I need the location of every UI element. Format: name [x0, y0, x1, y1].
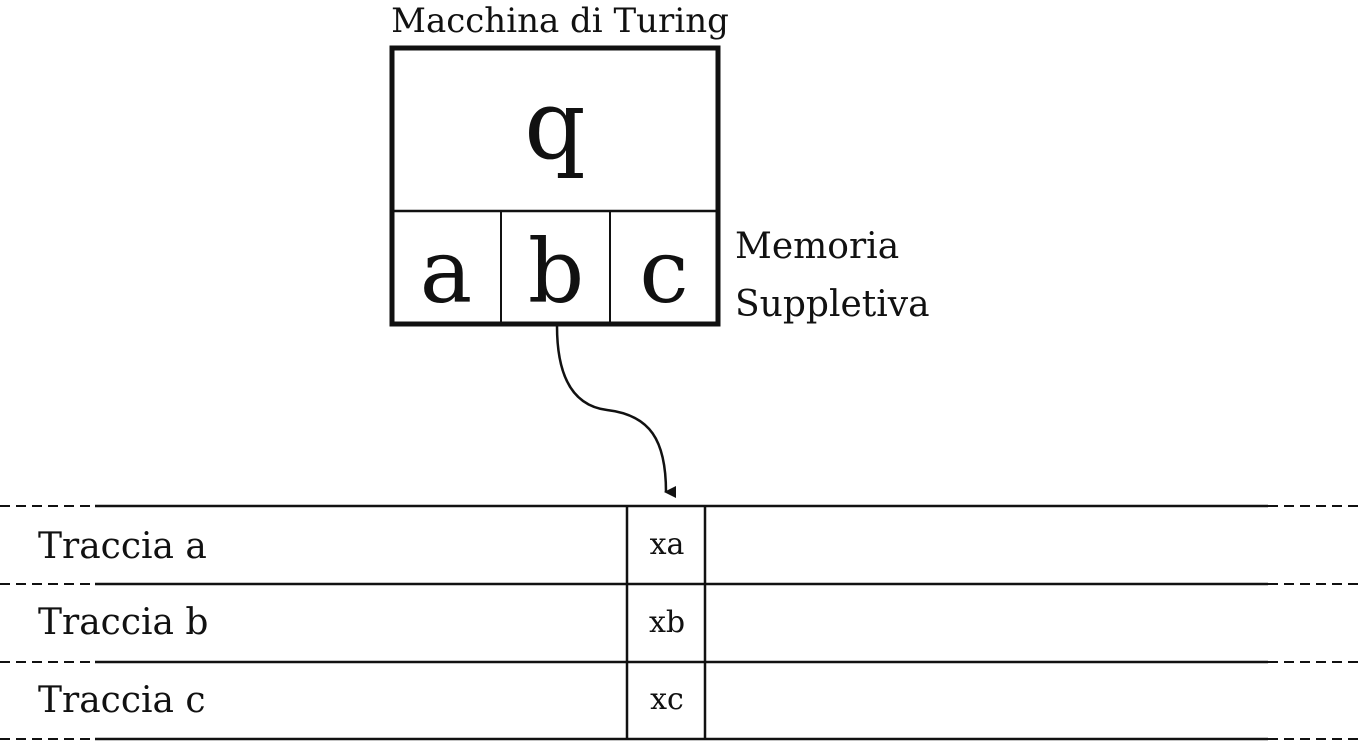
memory-cell-a: a: [420, 220, 472, 323]
diagram-title: Macchina di Turing: [391, 1, 729, 41]
track-label-c: Traccia c: [38, 680, 206, 721]
memory-cell-b: b: [528, 220, 584, 323]
state-symbol: q: [524, 69, 585, 181]
track-label-a: Traccia a: [38, 526, 207, 567]
track-symbol-a: xa: [650, 527, 685, 562]
memory-cell-c: c: [639, 220, 688, 323]
machine-outline: [389, 45, 721, 327]
memory-label-line-2: Suppletiva: [735, 284, 930, 325]
machine-box: q a b c: [389, 45, 721, 327]
track-symbol-c: xc: [650, 682, 684, 717]
memory-label-line-1: Memoria: [735, 226, 899, 267]
track-symbol-b: xb: [649, 605, 685, 640]
track-label-b: Traccia b: [38, 602, 208, 643]
pointer-arrow: [555, 325, 677, 498]
tape: Traccia a Traccia b Traccia c xa xb xc: [0, 504, 1364, 741]
